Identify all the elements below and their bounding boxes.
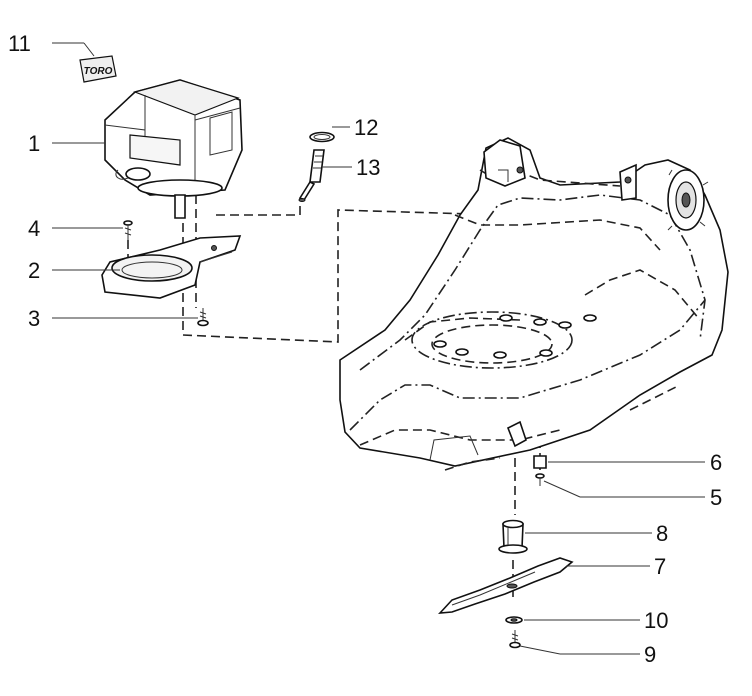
mower-deck-housing	[339, 137, 729, 471]
callout-6: 6	[710, 450, 722, 475]
blade-part-7	[438, 557, 574, 614]
bolt-part-5	[535, 473, 545, 486]
callout-7: 7	[654, 554, 666, 579]
toro-decal-part: TORO	[79, 55, 117, 83]
blade-adapter-part-8	[498, 519, 528, 554]
callout-11: 11	[8, 31, 31, 56]
callout-4: 4	[28, 216, 40, 241]
callout-labels: 11 1 12 13 4 2 3 6 5 8 7 10 9	[8, 31, 722, 667]
callout-5: 5	[710, 485, 722, 510]
leader-lines	[52, 42, 705, 655]
callout-2: 2	[28, 258, 40, 283]
washer-part-6	[533, 455, 547, 469]
bolt-part-9	[509, 630, 521, 649]
washer-part-10	[505, 616, 523, 624]
callout-8: 8	[656, 521, 668, 546]
bolt-part-3	[197, 308, 209, 327]
callout-12: 12	[354, 115, 378, 140]
rear-wheel-hub	[667, 169, 709, 231]
mounting-bosses	[433, 314, 597, 359]
callout-1: 1	[28, 131, 40, 156]
callout-9: 9	[644, 642, 656, 667]
baffle-plate-part	[101, 235, 242, 299]
callout-13: 13	[356, 155, 380, 180]
engine-part	[104, 79, 243, 219]
o-ring-part-12	[309, 131, 335, 143]
screw-part-4	[123, 220, 133, 240]
callout-10: 10	[644, 608, 668, 633]
callout-3: 3	[28, 306, 40, 331]
dipstick-tube-part-13	[298, 149, 325, 202]
toro-logo-text: TORO	[84, 66, 113, 77]
